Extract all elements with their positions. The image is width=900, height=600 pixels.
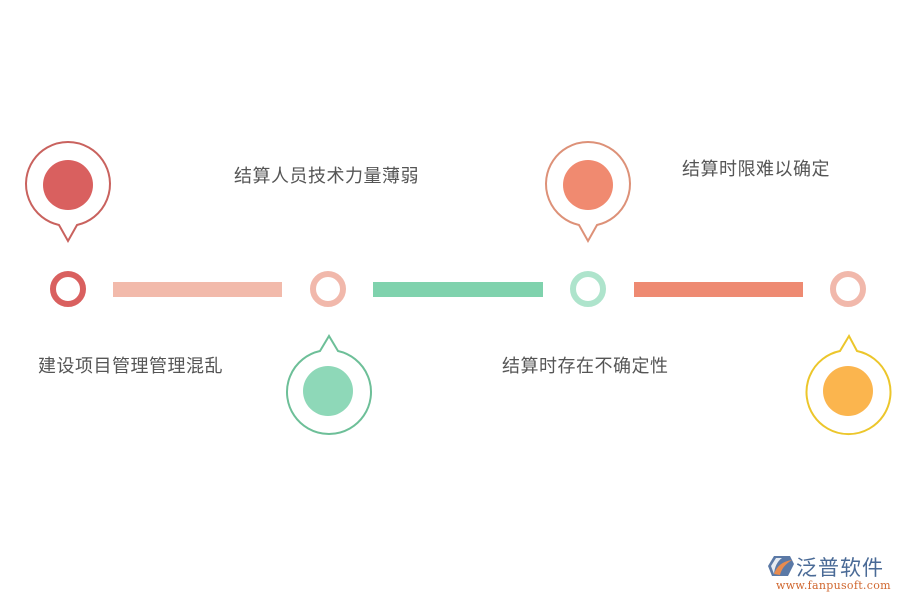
node-ring-1 bbox=[50, 271, 86, 307]
logo-name: 泛普软件 bbox=[796, 556, 884, 580]
logo-mark-icon bbox=[768, 556, 794, 576]
map-pin-icon-1 bbox=[25, 140, 111, 244]
timeline-label-3: 结算时存在不确定性 bbox=[502, 356, 669, 377]
map-pin-icon-3 bbox=[545, 140, 631, 244]
connector-bar-2 bbox=[373, 282, 543, 297]
logo-url: www.fanpusoft.com bbox=[776, 579, 891, 592]
connector-bar-3 bbox=[634, 282, 803, 297]
brand-logo: 泛普软件 www.fanpusoft.com bbox=[768, 552, 893, 596]
node-ring-3 bbox=[570, 271, 606, 307]
timeline-label-1: 建设项目管理管理混乱 bbox=[38, 356, 223, 377]
node-ring-2 bbox=[310, 271, 346, 307]
map-pin-icon-4 bbox=[805, 333, 892, 436]
node-ring-4 bbox=[830, 271, 866, 307]
timeline-label-4: 结算时限难以确定 bbox=[682, 159, 830, 180]
map-pin-icon-2 bbox=[286, 334, 372, 436]
connector-bar-1 bbox=[113, 282, 282, 297]
timeline-label-2: 结算人员技术力量薄弱 bbox=[234, 166, 419, 187]
